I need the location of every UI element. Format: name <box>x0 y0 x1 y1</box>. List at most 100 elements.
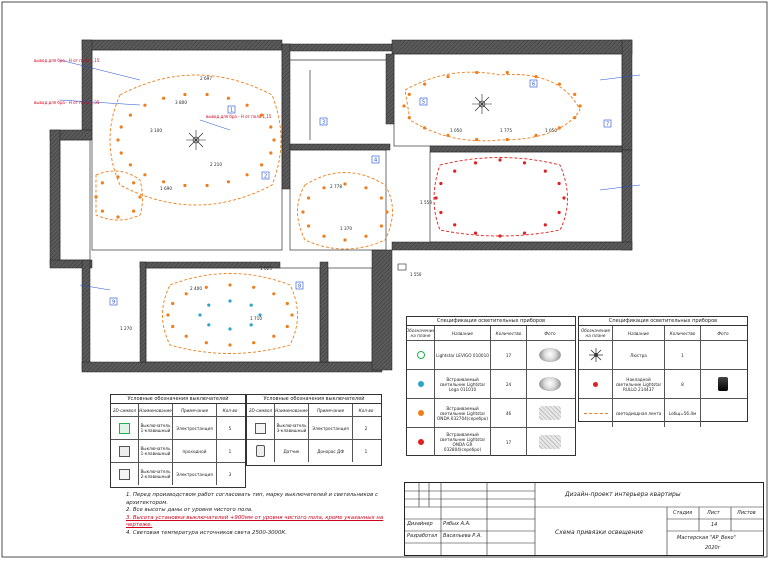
switch-tag-label: 1 <box>230 108 233 114</box>
switch-name: Выключатель 1-клавишный <box>139 440 173 462</box>
lamp-dot <box>475 70 479 75</box>
switch-tag-label: 8 <box>298 284 301 290</box>
blue-annotations <box>59 59 641 291</box>
lamp-cyan-icon <box>417 381 424 387</box>
switch-tag-box <box>419 97 428 106</box>
stage-label: Стадия <box>673 510 693 516</box>
col-header: 2D-символ <box>111 404 139 416</box>
lamp-orange-icon <box>417 410 424 416</box>
wall-inner-horiz2 <box>429 145 623 153</box>
table-row: Lightstar LEVIGO 010010 17 <box>407 341 575 370</box>
chandelier-icon <box>472 94 492 114</box>
col-header: Фото <box>544 330 556 336</box>
sheet-title: Схема привязки освещения <box>555 529 643 536</box>
switch-3key-icon <box>255 422 266 434</box>
dimension-label: 1 050 <box>545 128 557 133</box>
lamp-dot <box>364 234 368 238</box>
switch-tag-label: 4 <box>374 158 377 164</box>
note-2: 2. Все высоты даны от уровня чистого пол… <box>126 507 253 514</box>
lamp-dot <box>252 341 256 345</box>
lamp-qty: 17 <box>491 341 527 369</box>
wall-inner-right <box>385 53 395 125</box>
lamp-dot <box>543 223 547 227</box>
lamp-dot <box>285 324 289 329</box>
lamp-dot <box>171 324 175 329</box>
switch-name: Выключатель 3-клавишный <box>275 417 309 439</box>
lamp-dot <box>132 181 136 185</box>
switch-qty: 5 <box>228 425 232 431</box>
lamp-photo <box>539 348 561 362</box>
switch-passthrough-icon <box>119 445 130 457</box>
lamp-qty: 1 <box>665 341 701 369</box>
lamp-dot <box>343 182 347 186</box>
section-mark: 1 550 <box>397 263 422 277</box>
table-row: Выключатель 2-клавишный Электростанция 3 <box>111 463 245 485</box>
sensor-icon <box>256 445 265 457</box>
sheets-label: Листов <box>737 510 756 516</box>
lamp-dot <box>322 186 326 190</box>
col-header: Кол-во <box>358 407 374 413</box>
spec-table-right-title: Спецификация осветительных приборов <box>579 317 747 326</box>
lamp-dot <box>249 303 253 307</box>
svg-text:1 550: 1 550 <box>410 272 422 277</box>
lamp-dot <box>260 163 264 167</box>
lamp-dot <box>578 104 582 108</box>
year: 2020г <box>705 545 721 551</box>
lamp-dot <box>143 173 147 177</box>
switch-qty: 1 <box>228 448 232 454</box>
wall-bath <box>319 261 329 363</box>
lamp-photo <box>718 377 728 391</box>
switch-tag-box <box>227 105 236 114</box>
name-developer: Васильева Р.А. <box>443 533 482 539</box>
lamp-dot <box>473 231 478 235</box>
lamp-dot <box>171 301 175 306</box>
wall-kitchen-left <box>139 261 147 363</box>
switch-qty: 3 <box>228 471 232 477</box>
col-header: Наименование <box>275 404 309 416</box>
callout-text: вывод для бра - Н от пола 1,35 <box>34 100 100 105</box>
wall-top-left <box>81 39 283 51</box>
lamp-dot <box>562 196 566 200</box>
dimension-label: 1 370 <box>340 226 352 231</box>
lamp-dot <box>557 82 562 86</box>
lamp-dot <box>402 104 406 108</box>
lamp-dot <box>204 341 208 345</box>
lamp-qty: 24 <box>491 370 527 398</box>
lamp-dot <box>269 125 273 129</box>
spec-table-right: Спецификация осветительных приборов Обоз… <box>578 316 748 427</box>
lamp-dot <box>543 169 547 173</box>
lamp-qty: Lобщ=56.4м <box>665 399 701 427</box>
switch-name: Выключатель 1-клавишный <box>139 417 173 439</box>
col-header: Обозначение на плане <box>579 326 613 340</box>
lamp-dot <box>132 209 136 213</box>
switch-tag-label: 2 <box>264 174 267 180</box>
lamp-dot <box>385 210 389 214</box>
switch-name: Выключатель 2-клавишный <box>139 463 173 485</box>
lamp-dot <box>272 138 276 142</box>
wall-mid-bottom-step <box>371 249 393 371</box>
lamp-dot <box>204 285 208 289</box>
lamp-dot <box>119 125 123 129</box>
lamp-dot <box>207 303 211 307</box>
dimension-label: 1 025 <box>260 266 272 271</box>
lamp-name: Встраиваемый светильник Lightstar ONDA G… <box>435 428 491 456</box>
lamp-dot <box>162 180 166 184</box>
col-header: Количество <box>665 326 701 340</box>
sheet-label: Лист <box>707 510 720 516</box>
switch-tag-box <box>529 79 538 88</box>
lamp-dot <box>285 301 289 306</box>
lamp-dot <box>434 196 438 200</box>
lamp-dot <box>534 133 538 137</box>
lamp-photo <box>539 377 561 391</box>
lamp-dot <box>407 92 411 96</box>
lamp-photo <box>539 406 561 420</box>
lamp-name: Встраиваемый светильник Lightstar Lega 0… <box>435 370 491 398</box>
dimension-label: 3 100 <box>150 128 162 133</box>
lamp-dot <box>162 96 166 100</box>
led-strips <box>95 71 581 354</box>
walls <box>49 39 633 373</box>
role-designer: Дизайнер <box>407 521 433 527</box>
col-header: Обозначение на плане <box>407 326 435 340</box>
switch-tag-box <box>109 297 118 306</box>
